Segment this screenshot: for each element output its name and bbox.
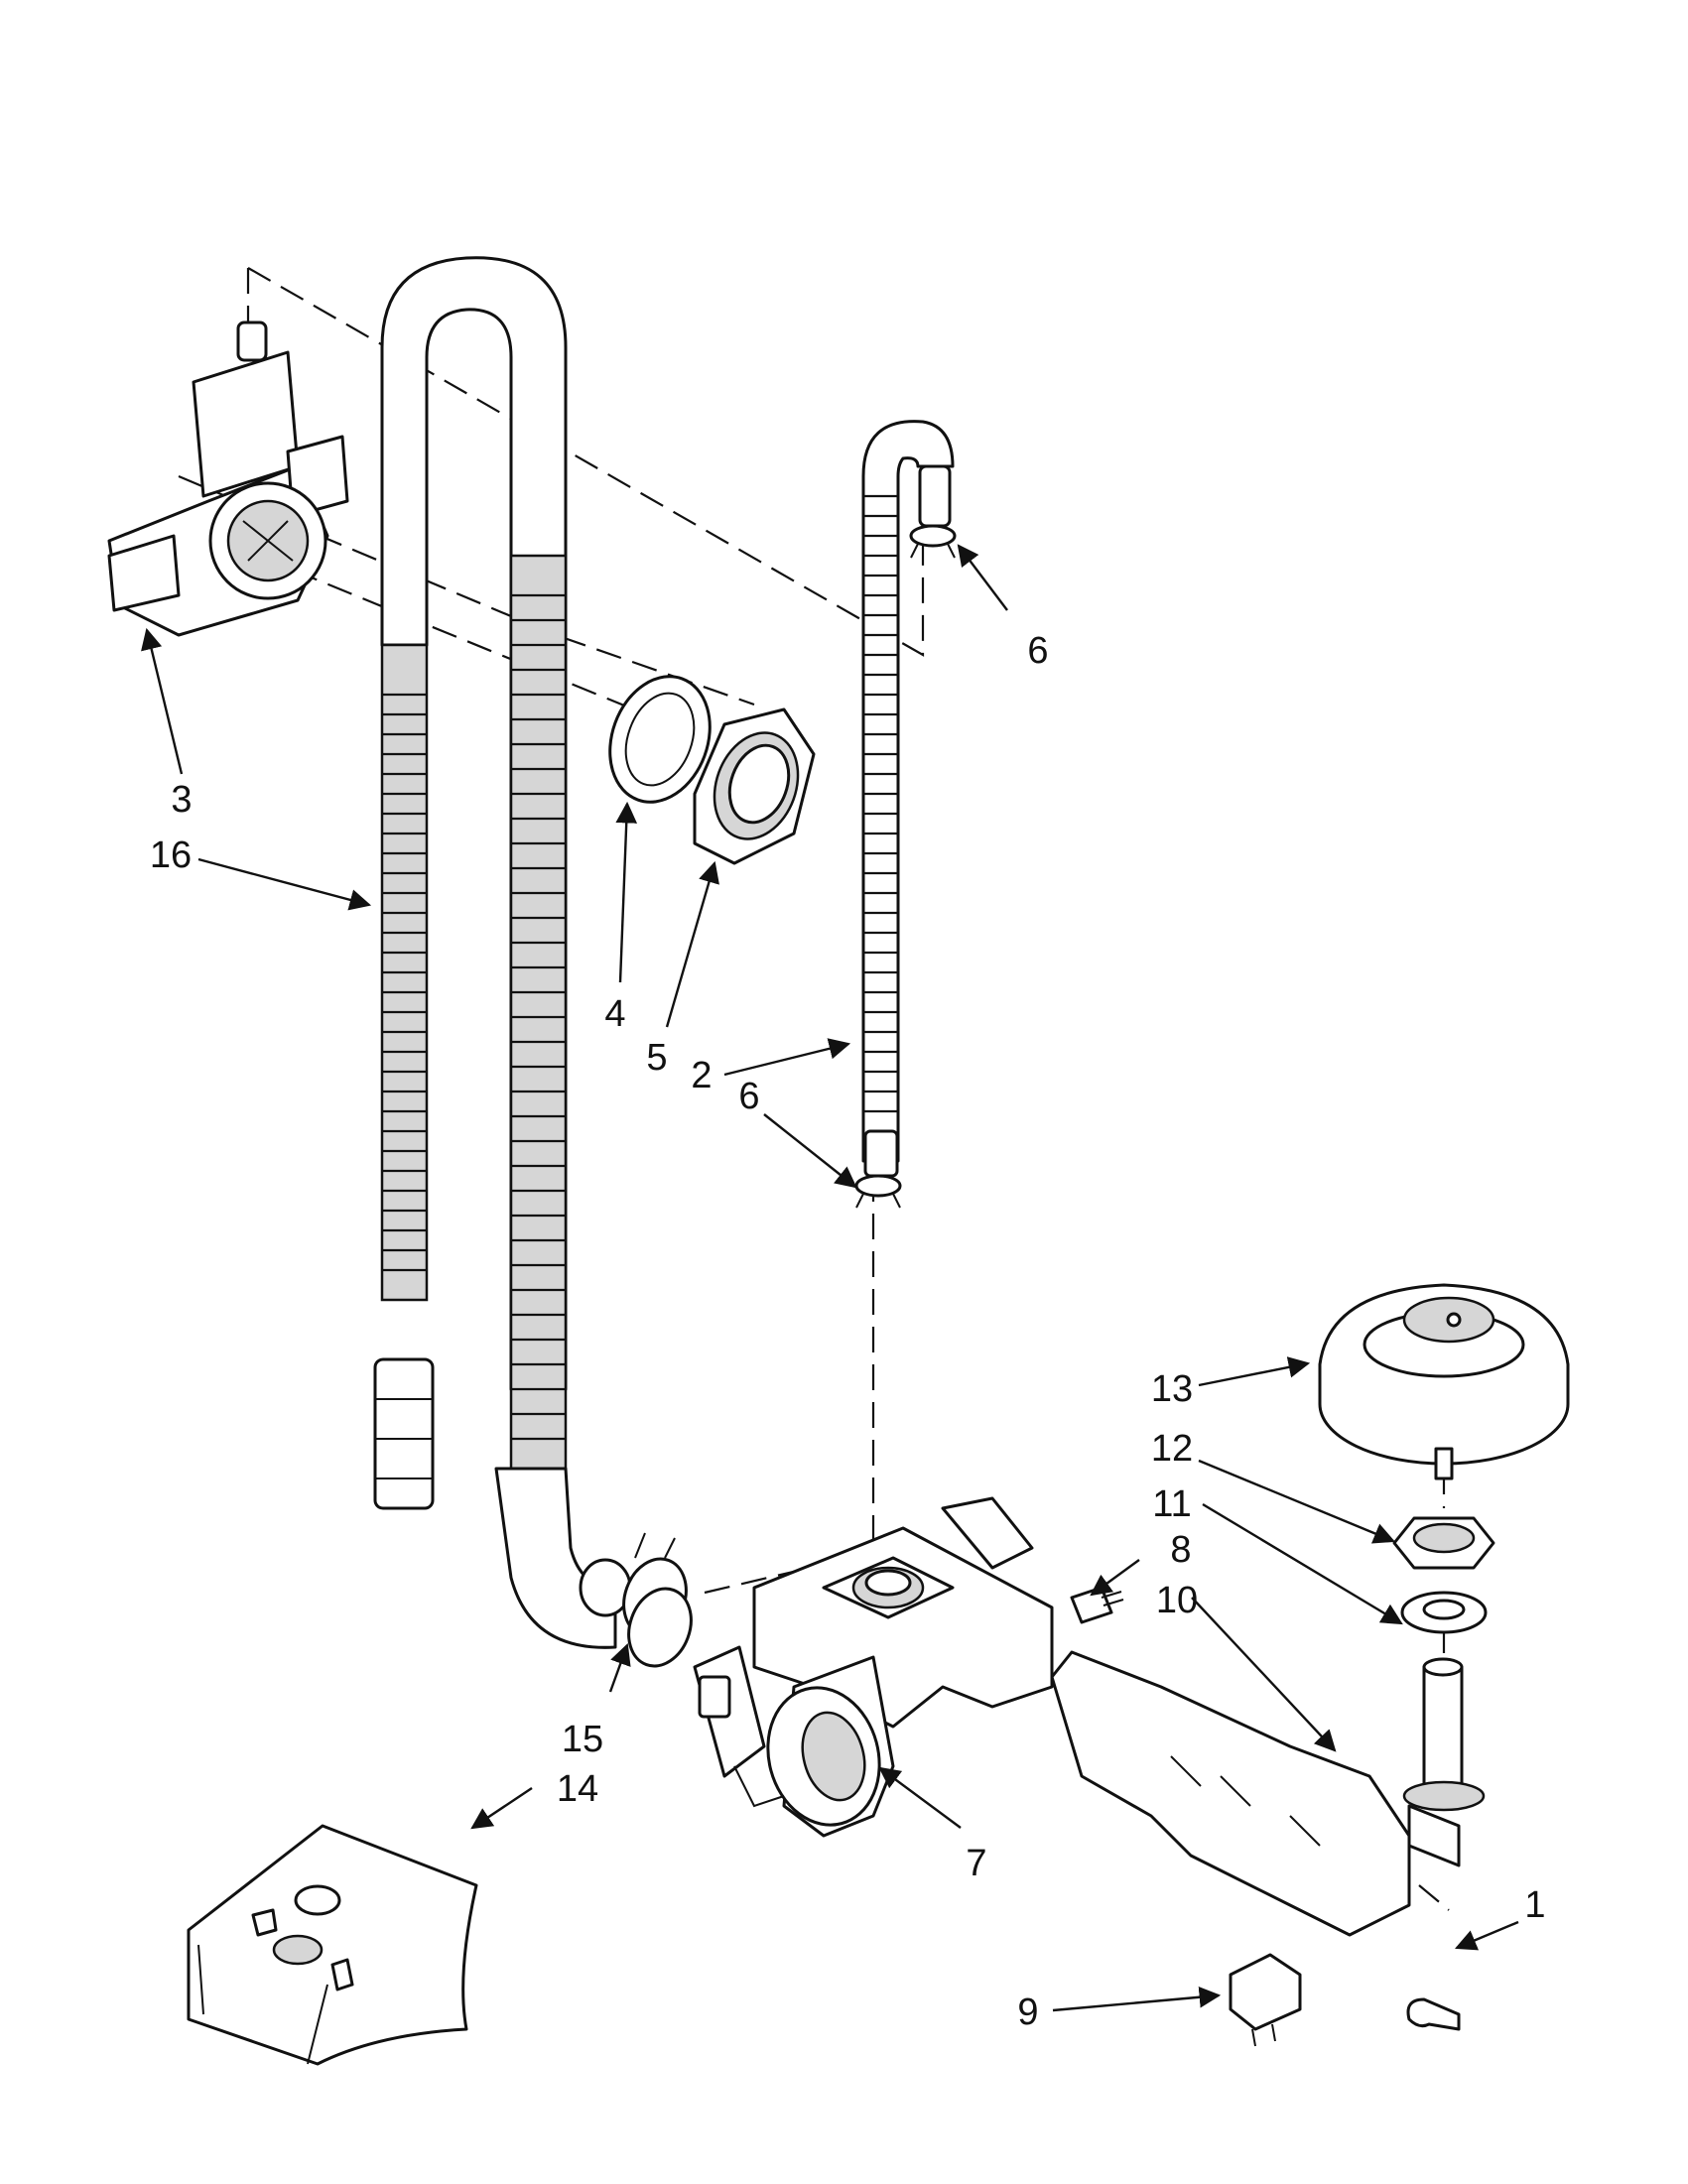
callout-labels: 1 2 3 4 5 6 6 7 8 9 10 11 12 13 14 15 16 bbox=[150, 630, 1546, 2033]
callout-9: 9 bbox=[1017, 1991, 1038, 2033]
callout-16: 16 bbox=[150, 835, 192, 876]
callout-1: 1 bbox=[1524, 1884, 1545, 1926]
callout-leaders bbox=[141, 544, 1519, 2012]
hose-clamp-upper bbox=[909, 524, 957, 559]
callout-15: 15 bbox=[562, 1719, 603, 1760]
float-switch-bracket bbox=[1050, 1650, 1486, 1937]
air-gap-assembly bbox=[107, 321, 349, 637]
mounting-nut bbox=[693, 707, 816, 865]
callout-6-upper: 6 bbox=[1027, 630, 1048, 672]
hose-clamp-lower bbox=[854, 1174, 902, 1209]
callout-7: 7 bbox=[966, 1843, 986, 1884]
callout-6-lower: 6 bbox=[738, 1076, 759, 1117]
callout-11: 11 bbox=[1152, 1483, 1191, 1525]
mounting-screw bbox=[1070, 1586, 1124, 1624]
inlet-hose bbox=[861, 420, 955, 1178]
gasket-ring bbox=[608, 675, 712, 804]
callout-5: 5 bbox=[646, 1037, 667, 1079]
callout-4: 4 bbox=[604, 993, 625, 1035]
micro-switch bbox=[1229, 1953, 1302, 2047]
retaining-clip bbox=[1406, 1997, 1461, 2031]
hardware-bag bbox=[187, 1824, 478, 2066]
callout-13: 13 bbox=[1151, 1368, 1193, 1410]
float-nut bbox=[1392, 1516, 1495, 1570]
callout-2: 2 bbox=[691, 1055, 712, 1096]
callout-10: 10 bbox=[1156, 1580, 1198, 1621]
spring-clamp bbox=[622, 1532, 693, 1668]
drain-pump-assembly bbox=[693, 1496, 1054, 1838]
callout-12: 12 bbox=[1151, 1428, 1193, 1470]
callout-8: 8 bbox=[1170, 1529, 1191, 1571]
drain-hose bbox=[373, 256, 632, 1649]
callout-3: 3 bbox=[171, 779, 192, 821]
float-washer bbox=[1400, 1591, 1488, 1634]
float-cap bbox=[1318, 1283, 1570, 1480]
callout-14: 14 bbox=[557, 1768, 598, 1810]
